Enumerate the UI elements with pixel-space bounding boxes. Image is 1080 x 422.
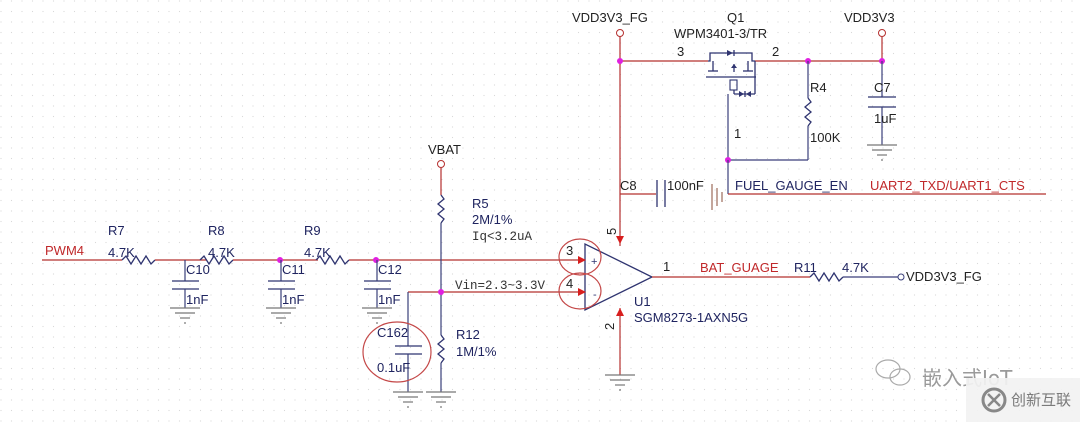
q1-value: WPM3401-3/TR bbox=[674, 26, 767, 41]
u1-pin-2: 2 bbox=[602, 323, 617, 330]
pwm4-label: PWM4 bbox=[45, 243, 84, 258]
ground-icon bbox=[170, 307, 200, 324]
u1-pin-3: 3 bbox=[566, 243, 573, 258]
r4-value: 100K bbox=[810, 130, 841, 145]
pin-arrow-icon bbox=[578, 256, 586, 264]
r9-ref: R9 bbox=[304, 223, 321, 238]
r5-value: 2M/1% bbox=[472, 212, 513, 227]
ground-icon bbox=[362, 307, 392, 324]
power-port-icon bbox=[897, 273, 905, 281]
iq-note: Iq<3.2uA bbox=[472, 230, 533, 244]
r8-ref: R8 bbox=[208, 223, 225, 238]
r8-value: 4.7K bbox=[208, 245, 235, 260]
q1-ref: Q1 bbox=[727, 10, 744, 25]
highlight-circle-pin3 bbox=[558, 238, 602, 276]
resistor-r11: R11 4.7K VDD3V3_FG bbox=[794, 260, 982, 284]
u1-minus-sign: - bbox=[593, 289, 597, 301]
watermark-brand-text: 创新互联 bbox=[1011, 391, 1071, 409]
u1-value: SGM8273-1AXN5G bbox=[634, 310, 748, 325]
u1-ref: U1 bbox=[634, 294, 651, 309]
r11-ref: R11 bbox=[794, 260, 817, 275]
c162-value: 0.1uF bbox=[377, 360, 410, 375]
pin-arrow-icon bbox=[616, 308, 624, 316]
power-port-icon bbox=[437, 160, 445, 168]
pin-arrow-icon bbox=[578, 288, 586, 296]
opamp-u1: + - 3 4 5 2 U1 SGM8273-1AXN5G 1 BAT_GUAG… bbox=[558, 34, 810, 391]
watermark-badge bbox=[966, 378, 1080, 422]
capacitor-c12: C12 1nF bbox=[362, 260, 402, 324]
ground-icon bbox=[605, 374, 635, 391]
r7-ref: R7 bbox=[108, 223, 125, 238]
junction-dot bbox=[617, 58, 623, 64]
c12-value: 1nF bbox=[378, 292, 400, 307]
power-port-icon bbox=[616, 29, 624, 37]
c7-value: 1uF bbox=[874, 111, 896, 126]
ground-icon bbox=[426, 391, 456, 408]
resistor-r7: R7 4.7K bbox=[108, 223, 207, 266]
r4-ref: R4 bbox=[810, 80, 827, 95]
power-port-icon bbox=[878, 29, 886, 37]
u1-pin-1: 1 bbox=[663, 259, 670, 274]
u1-plus-sign: + bbox=[591, 256, 597, 268]
ground-icon bbox=[393, 391, 423, 408]
c8-value: 100nF bbox=[667, 178, 704, 193]
q1-pin-1: 1 bbox=[734, 126, 741, 141]
fuel-gauge-en-label: FUEL_GAUGE_EN bbox=[735, 178, 848, 193]
uart-label: UART2_TXD/UART1_CTS bbox=[870, 178, 1025, 193]
c11-ref: C11 bbox=[282, 262, 305, 277]
watermark: 嵌入式IoT 创新互联 bbox=[875, 359, 1080, 422]
c8-ref: C8 bbox=[620, 178, 637, 193]
q1-pin-2: 2 bbox=[772, 44, 779, 59]
r12-ref: R12 bbox=[456, 327, 480, 342]
r7-value: 4.7K bbox=[108, 245, 135, 260]
brand-logo-icon bbox=[981, 387, 1007, 413]
c10-value: 1nF bbox=[186, 292, 208, 307]
c12-ref: C12 bbox=[378, 262, 402, 277]
c162-ref: C162 bbox=[377, 325, 408, 340]
mosfet-icon bbox=[706, 50, 756, 97]
resistor-r8: R8 4.7K bbox=[199, 223, 318, 266]
vbat-divider: VBAT R5 2M/1% Iq<3.2uA Vin=2.3~3.3V R12 … bbox=[362, 142, 578, 408]
wechat-icon bbox=[875, 359, 911, 386]
ground-icon bbox=[867, 144, 897, 161]
vdd3v3-label: VDD3V3 bbox=[844, 10, 895, 25]
c10-ref: C10 bbox=[186, 262, 210, 277]
highlight-circle-pin4 bbox=[558, 272, 602, 310]
vbat-label: VBAT bbox=[428, 142, 461, 157]
bat-guage-label: BAT_GUAGE bbox=[700, 260, 779, 275]
ground-icon bbox=[711, 184, 723, 210]
power-switch: VDD3V3_FG VDD3V3 3 bbox=[572, 10, 1046, 210]
r5-ref: R5 bbox=[472, 196, 489, 211]
ground-icon bbox=[266, 307, 296, 324]
u1-pin-4: 4 bbox=[566, 276, 573, 291]
pwm4-net: PWM4 bbox=[42, 243, 122, 261]
r9-value: 4.7K bbox=[304, 245, 331, 260]
capacitor-c11: C11 1nF bbox=[266, 260, 305, 324]
q1-pin-3: 3 bbox=[677, 44, 684, 59]
u1-pin-5: 5 bbox=[604, 228, 619, 235]
r11-value: 4.7K bbox=[842, 260, 869, 275]
resistor-r9: R9 4.7K bbox=[304, 223, 578, 266]
pin-arrow-icon bbox=[616, 236, 624, 244]
vdd3v3-fg-right-label: VDD3V3_FG bbox=[906, 269, 982, 284]
highlight-circle-c162 bbox=[362, 321, 432, 383]
c7-ref: C7 bbox=[874, 80, 891, 95]
r12-value: 1M/1% bbox=[456, 344, 497, 359]
junction-dot bbox=[438, 289, 444, 295]
vin-note: Vin=2.3~3.3V bbox=[455, 279, 546, 293]
c11-value: 1nF bbox=[282, 292, 304, 307]
capacitor-c10: C10 1nF bbox=[170, 260, 210, 324]
vdd3v3-fg-top-label: VDD3V3_FG bbox=[572, 10, 648, 25]
